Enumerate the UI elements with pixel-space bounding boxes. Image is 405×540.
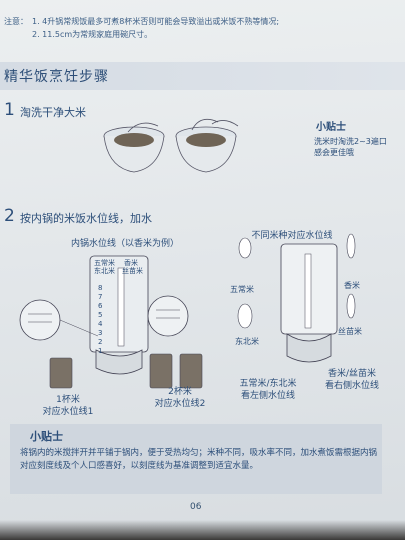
scale-number-1: 1: [98, 347, 103, 355]
step-1-text: 淘洗干净大米: [20, 106, 86, 119]
right-line-caption-1: 香米/丝苗米: [327, 369, 377, 379]
step-2-number: 2: [4, 206, 15, 226]
rice-cups-illustration: [49, 353, 203, 389]
page-number: 06: [190, 502, 202, 512]
tip-2-title: 小贴士: [30, 430, 63, 443]
step-1-number: 1: [4, 100, 15, 120]
scale-number-4: 4: [98, 320, 103, 328]
tip-2-box: [10, 424, 382, 494]
rice-varieties-title: 不同米种对应水位线: [251, 231, 333, 241]
scale-header-right: 香米: [124, 259, 138, 267]
right-line-caption-2: 看右侧水位线: [324, 381, 379, 391]
tip-2-body: 将锅内的米搅拌开并平铺于锅内，便于受热均匀；米种不同，吸水率不同，加水煮饭需根据…: [20, 448, 378, 471]
scale-header-right-2: 丝苗米: [122, 267, 143, 275]
rice-simiao-label: 丝苗米: [338, 327, 362, 336]
scale-number-7: 7: [98, 293, 103, 301]
rice-dongbei-label: 东北米: [235, 337, 259, 346]
inner-pot-scale-illustration: [19, 255, 189, 375]
cup1-line-label: 对应水位线1: [42, 407, 94, 417]
note-line-1: 1. 4升锅常规饭最多可煮8杯米否则可能会导致溢出或米饭不熟等情况;: [32, 17, 280, 26]
section-bar: [0, 62, 405, 90]
note-label: 注意：: [4, 17, 28, 26]
rice-wuchang-label: 五常米: [230, 285, 254, 294]
step-1-tip-body: 洗米时淘洗2~3遍口感会更佳哦: [314, 137, 387, 157]
scale-number-6: 6: [98, 302, 103, 310]
step-1-tip-title: 小贴士: [316, 122, 346, 133]
cup2-line-label: 对应水位线2: [154, 399, 206, 409]
rice-xiang-label: 香米: [344, 281, 360, 290]
scale-number-3: 3: [98, 329, 103, 337]
section-title: 精华饭烹饪步骤: [4, 69, 109, 85]
step-2-text: 按内锅的米饭水位线，加水: [20, 212, 152, 225]
scale-number-5: 5: [98, 311, 103, 319]
scale-number-2: 2: [98, 338, 103, 346]
scale-header-left: 五常米: [94, 259, 115, 267]
scale-number-8: 8: [98, 284, 103, 292]
cup2-label: 2杯米: [168, 387, 192, 397]
scale-header-left-2: 东北米: [94, 267, 115, 275]
left-line-caption-1: 五常米/东北米: [239, 379, 297, 389]
step-1-tip: 小贴士 洗米时淘洗2~3遍口感会更佳哦: [306, 118, 388, 160]
inner-pot-title: 内锅水位线（以香米为例）: [70, 239, 179, 249]
page-shadow: [0, 520, 405, 540]
left-line-caption-2: 看左侧水位线: [240, 391, 295, 401]
rice-varieties-pot-illustration: [237, 233, 356, 363]
washing-rice-illustration: [103, 118, 239, 173]
note-line-2: 2. 11.5cm为常规家庭用碗尺寸。: [32, 30, 153, 39]
cup1-label: 1杯米: [56, 395, 80, 405]
